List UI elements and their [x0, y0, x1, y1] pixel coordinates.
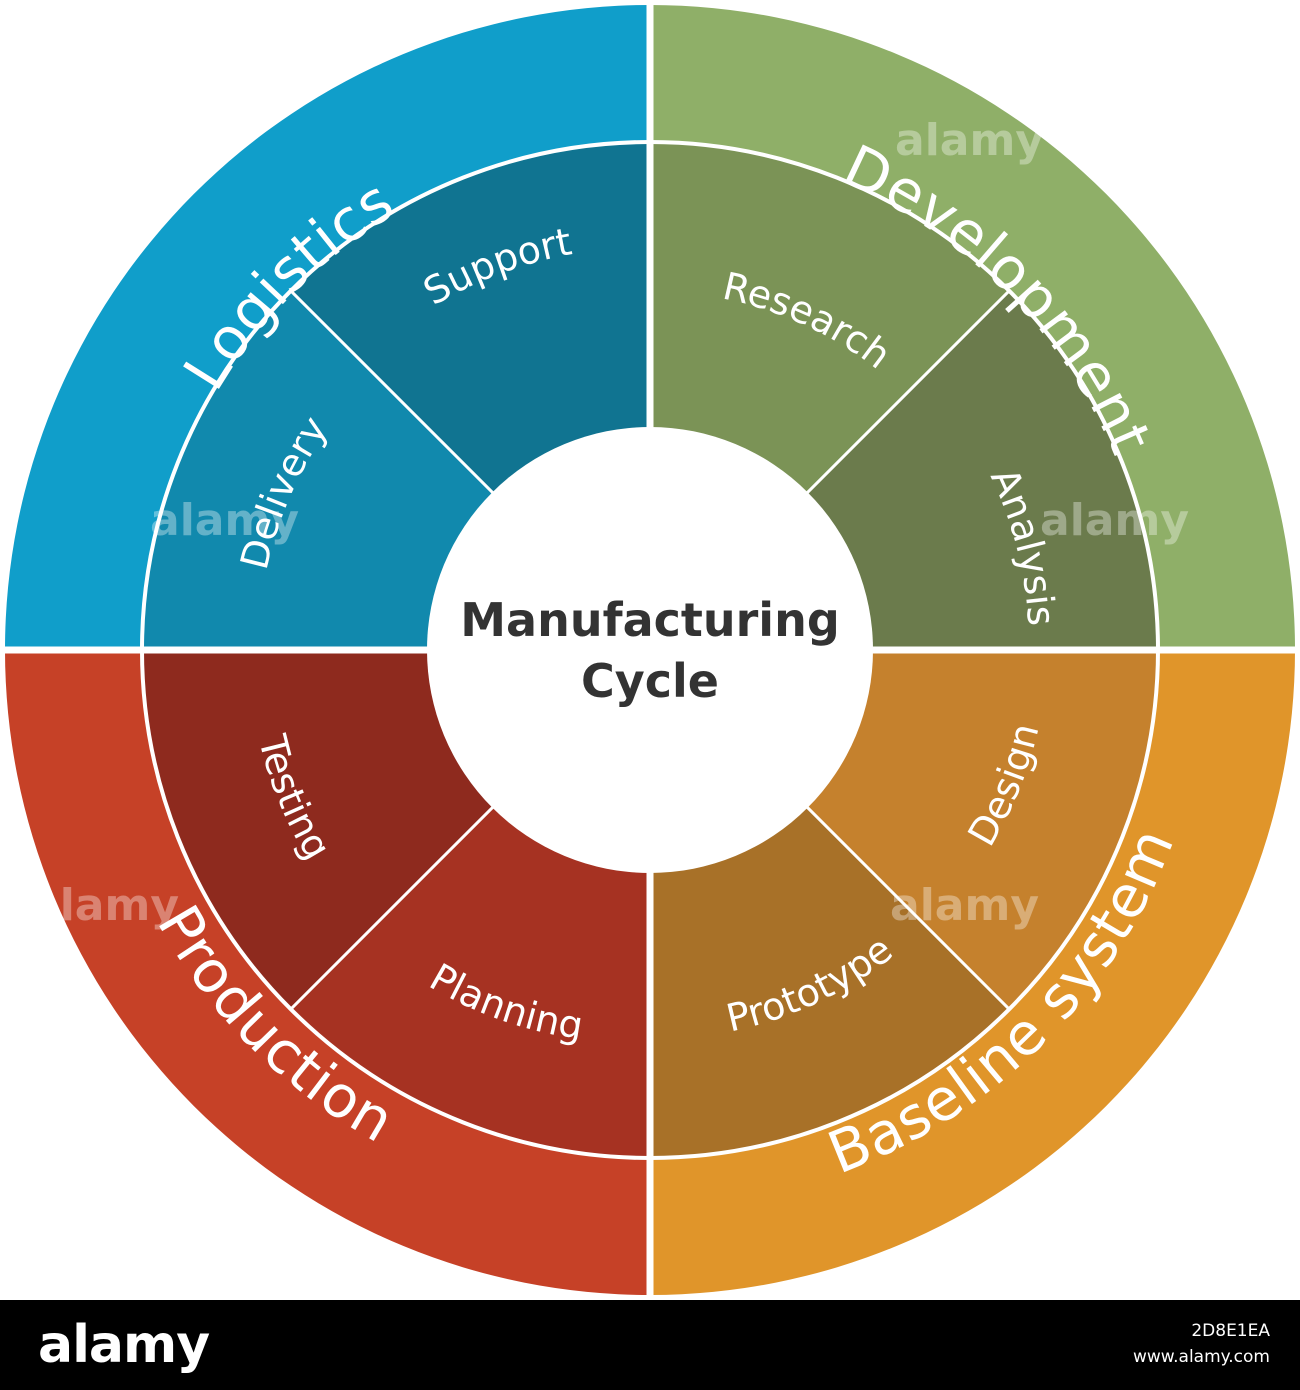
- segment-delivery: [142, 290, 494, 650]
- footer-bar: alamy 2D8E1EA www.alamy.com: [0, 1300, 1300, 1390]
- segment-analysis: [806, 290, 1158, 650]
- center-title-line2: Cycle: [581, 654, 719, 708]
- segment-testing: [142, 650, 494, 1010]
- segment-support: [290, 142, 650, 494]
- segment-design: [806, 650, 1158, 1010]
- segment-research: [650, 142, 1010, 494]
- center-circle: [427, 427, 873, 873]
- footer-meta: 2D8E1EA www.alamy.com: [1133, 1318, 1270, 1370]
- footer-logo: alamy: [38, 1315, 210, 1375]
- watermark: alamy: [895, 115, 1044, 166]
- watermark: alamy: [30, 880, 179, 931]
- segment-divider: [289, 805, 495, 1011]
- segment-divider: [289, 289, 495, 495]
- segment-prototype: [650, 806, 1010, 1158]
- diagram-canvas: alamy alamy alamy alamy alamy Developmen…: [0, 0, 1300, 1300]
- segment-divider: [805, 289, 1011, 495]
- dividers: [0, 0, 1300, 1300]
- footer-url: www.alamy.com: [1132, 1347, 1270, 1367]
- watermark: alamy: [1040, 495, 1189, 546]
- watermark: alamy: [150, 495, 299, 546]
- watermark: alamy: [890, 880, 1039, 931]
- watermarks: alamy alamy alamy alamy alamy: [30, 115, 1189, 931]
- segment-planning: [290, 806, 650, 1158]
- center-title-line1: Manufacturing: [460, 593, 840, 647]
- manufacturing-cycle-diagram: alamy alamy alamy alamy alamy Developmen…: [0, 0, 1300, 1300]
- inner-ring: [142, 142, 1158, 1158]
- image-id: 2D8E1EA: [1191, 1321, 1270, 1341]
- segment-divider: [805, 805, 1011, 1011]
